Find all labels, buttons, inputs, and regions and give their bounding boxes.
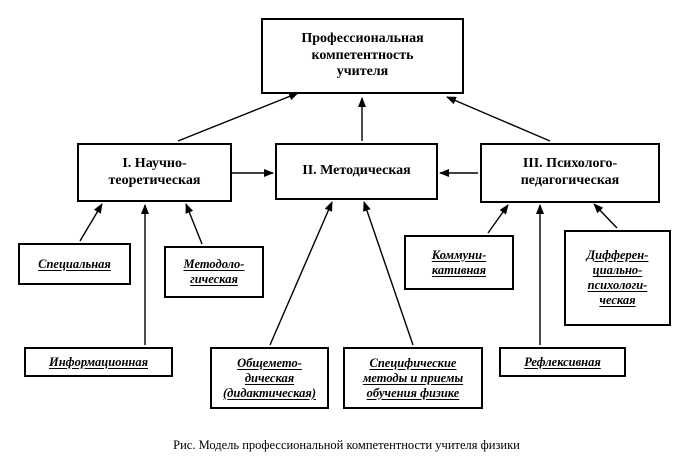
arrow-psycho-to-root: [446, 96, 551, 142]
arrow-general-methodical-to-methodical: [269, 201, 333, 346]
informational-node: Информационная: [24, 347, 173, 377]
root-node: Профессиональная компетентность учителя: [261, 18, 464, 94]
arrow-special-to-scientific: [79, 203, 103, 242]
communicative-node: Коммуни- кативная: [404, 235, 514, 290]
arrow-differential-to-psycho: [593, 203, 618, 229]
psychological-pedagogical-label: III. Психолого- педагогическая: [520, 156, 620, 188]
differential-psychological-label: Дифферен- циально- психологи- ческая: [586, 248, 649, 307]
methodical-label: II. Методическая: [302, 163, 411, 179]
differential-psychological-node: Дифферен- циально- психологи- ческая: [564, 230, 671, 326]
special-label: Специальная: [38, 256, 111, 271]
psychological-pedagogical-node: III. Психолого- педагогическая: [480, 143, 660, 203]
reflexive-node: Рефлексивная: [499, 347, 626, 377]
general-methodical-label: Общемето- дическая (дидактическая): [223, 355, 316, 400]
reflexive-label: Рефлексивная: [524, 354, 601, 369]
communicative-label: Коммуни- кативная: [431, 247, 487, 277]
methodical-node: II. Методическая: [275, 143, 438, 200]
informational-label: Информационная: [48, 354, 149, 369]
scientific-theoretical-label: I. Научно- теоретическая: [108, 155, 201, 188]
special-node: Специальная: [18, 243, 131, 285]
scientific-theoretical-node: I. Научно- теоретическая: [77, 143, 232, 202]
specific-methods-node: Специфические методы и приемы обучения ф…: [343, 347, 483, 409]
arrow-specific-methods-to-methodical: [363, 201, 414, 346]
specific-methods-label: Специфические методы и приемы обучения ф…: [362, 355, 464, 400]
general-methodical-node: Общемето- дическая (дидактическая): [210, 347, 329, 409]
arrow-scientific-to-root: [177, 92, 299, 142]
root-label: Профессиональная компетентность учителя: [301, 30, 424, 80]
methodological-node: Методоло- гическая: [164, 246, 264, 298]
methodological-label: Методоло- гическая: [183, 257, 245, 286]
arrow-methodological-to-scientific: [185, 203, 203, 245]
figure-caption: Рис. Модель профессиональной компетентно…: [173, 438, 520, 452]
arrow-communicative-to-psycho: [487, 204, 509, 234]
